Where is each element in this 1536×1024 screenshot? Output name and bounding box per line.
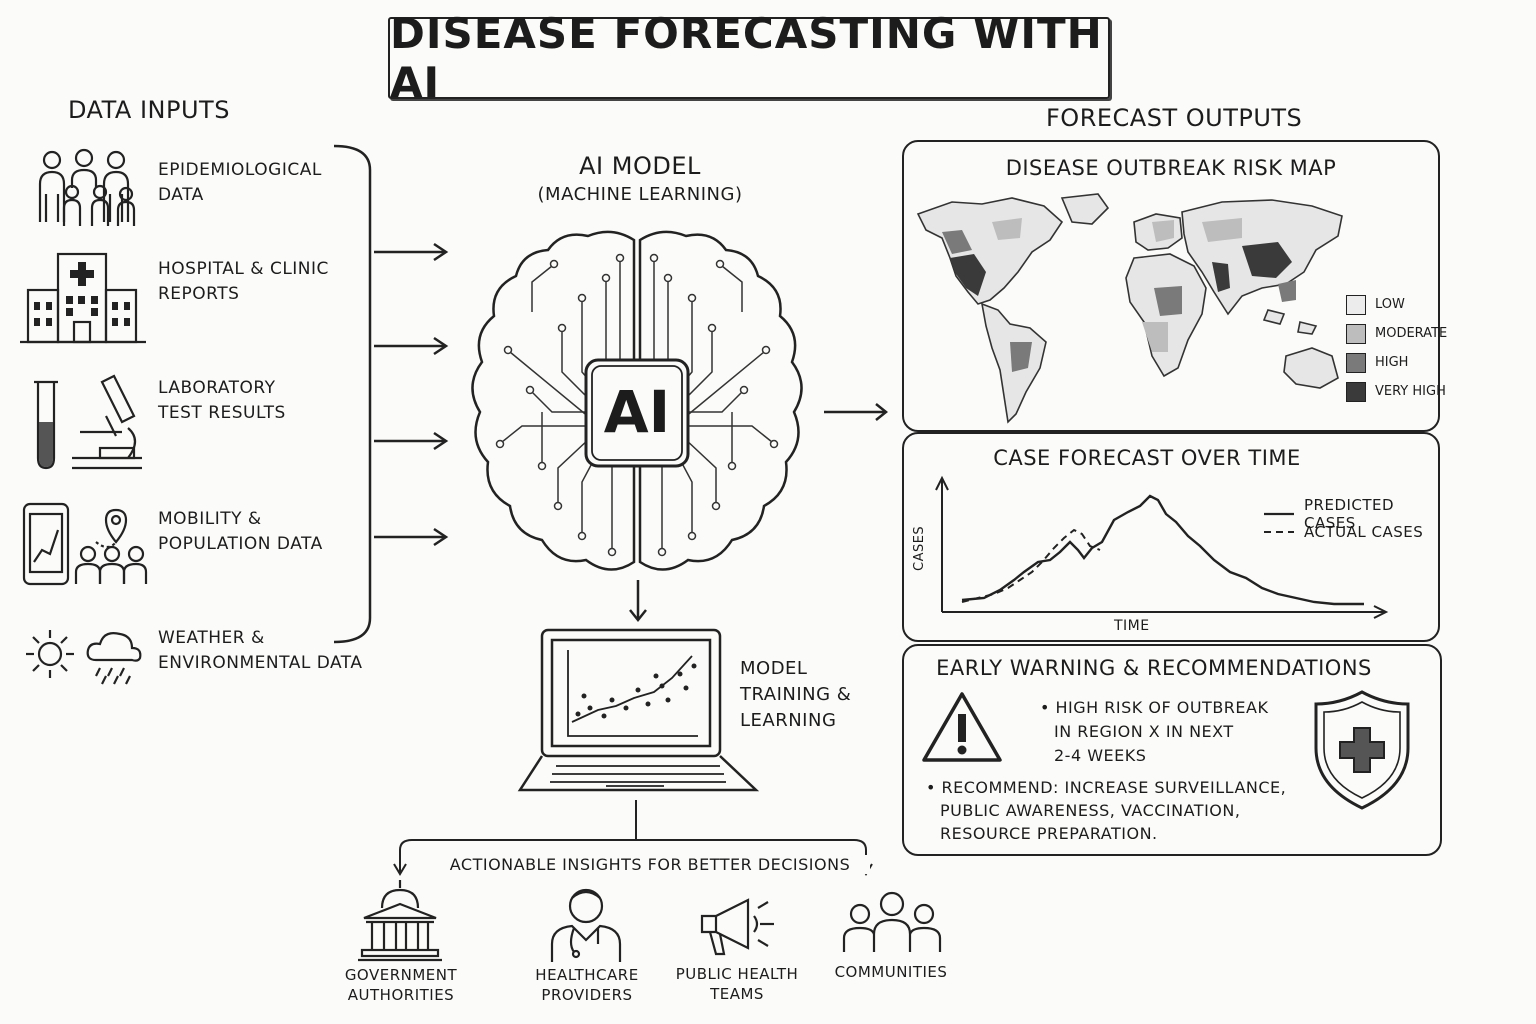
audience-government: GOVERNMENT AUTHORITIES — [326, 965, 476, 1005]
audience-line2: AUTHORITIES — [347, 986, 455, 1004]
risk-map-panel: DISEASE OUTBREAK RISK MAP — [902, 140, 1447, 432]
input-label-line1: WEATHER & — [158, 628, 265, 648]
insights-connector — [393, 800, 873, 876]
model-training-label: MODEL TRAINING & LEARNING — [740, 656, 851, 734]
warning-line: PUBLIC AWARENESS, VACCINATION, — [940, 801, 1241, 820]
microscope-icon — [34, 374, 142, 470]
government-building-icon — [358, 880, 442, 962]
actual-cases-line — [961, 528, 1101, 603]
case-forecast-title: CASE FORECAST OVER TIME — [993, 446, 1301, 470]
audience-communities: COMMUNITIES — [816, 962, 966, 982]
legend-item-low: LOW — [1346, 290, 1447, 319]
legend-swatch — [1346, 294, 1366, 315]
people-group-icon — [38, 148, 136, 226]
legend-item-very-high: VERY HIGH — [1346, 377, 1447, 406]
legend-swatch — [1346, 323, 1366, 344]
early-warning-title: EARLY WARNING & RECOMMENDATIONS — [936, 656, 1372, 680]
world-map — [916, 193, 1343, 424]
audience-line2: PROVIDERS — [541, 986, 633, 1004]
arrow-down-icon — [629, 580, 647, 623]
training-line2: TRAINING & — [740, 684, 852, 705]
training-line3: LEARNING — [740, 710, 837, 731]
warning-line: 2-4 WEEKS — [1054, 746, 1147, 765]
audience-line2: TEAMS — [710, 985, 764, 1003]
input-label-line2: TEST RESULTS — [158, 403, 286, 423]
brain-circuit-icon — [471, 230, 803, 571]
legend-label: VERY HIGH — [1375, 384, 1446, 399]
dashed-line-icon — [1264, 531, 1294, 533]
warning-line: IN REGION X IN NEXT — [1054, 722, 1234, 741]
page-title: DISEASE FORECASTING WITH AI — [388, 9, 1110, 107]
phone-location-icon — [22, 502, 148, 586]
audience-healthcare: HEALTHCARE PROVIDERS — [512, 965, 662, 1005]
input-label-line2: REPORTS — [158, 284, 240, 304]
input-label-line1: MOBILITY & — [158, 509, 262, 529]
warning-triangle-icon — [922, 692, 1002, 762]
input-label-line2: ENVIRONMENTAL DATA — [158, 653, 363, 673]
megaphone-icon — [700, 898, 774, 956]
warning-bullet-2: • RECOMMEND: INCREASE SURVEILLANCE, PUBL… — [926, 776, 1286, 845]
legend-actual: ACTUAL CASES — [1264, 523, 1423, 541]
warning-bullet-1: • HIGH RISK OF OUTBREAK IN REGION X IN N… — [1040, 696, 1268, 768]
legend-label: MODERATE — [1375, 326, 1448, 341]
input-item-laboratory: LABORATORY TEST RESULTS — [158, 376, 286, 426]
legend-predicted: PREDICTED CASES — [1264, 496, 1438, 532]
legend-label: HIGH — [1375, 355, 1409, 370]
early-warning-panel: EARLY WARNING & RECOMMENDATIONS • HIGH R… — [902, 644, 1442, 856]
warning-line: • HIGH RISK OF OUTBREAK — [1040, 698, 1269, 717]
community-people-icon — [842, 891, 942, 952]
risk-legend: LOW MODERATE HIGH VERY HIGH — [1346, 290, 1447, 406]
input-label-line1: HOSPITAL & CLINIC — [158, 259, 329, 279]
input-item-mobility: MOBILITY & POPULATION DATA — [158, 507, 323, 557]
legend-predicted-label: PREDICTED CASES — [1304, 496, 1395, 532]
data-inputs-heading: DATA INPUTS — [68, 96, 230, 124]
input-item-weather: WEATHER & ENVIRONMENTAL DATA — [158, 626, 363, 676]
insights-heading: ACTIONABLE INSIGHTS FOR BETTER DECISIONS — [430, 855, 870, 874]
audience-line1: PUBLIC HEALTH — [675, 965, 799, 983]
input-item-hospital: HOSPITAL & CLINIC REPORTS — [158, 257, 329, 307]
laptop-icon — [517, 628, 760, 792]
ai-chip-label: AI — [603, 378, 671, 446]
forecast-xlabel: TIME — [1114, 618, 1150, 634]
case-forecast-panel: CASE FORECAST OVER TIME CASES TIME PREDI… — [902, 432, 1440, 642]
audience-line1: COMMUNITIES — [834, 963, 948, 981]
ai-model-heading: AI MODEL — [579, 152, 701, 180]
doctor-icon — [550, 888, 622, 962]
forecast-ylabel: CASES — [912, 525, 927, 571]
solid-line-icon — [1264, 512, 1294, 516]
legend-item-high: HIGH — [1346, 348, 1447, 377]
legend-swatch — [1346, 352, 1366, 373]
audience-line1: HEALTHCARE — [535, 966, 639, 984]
legend-item-moderate: MODERATE — [1346, 319, 1447, 348]
arrow-right-icon — [824, 403, 889, 421]
inputs-bracket — [333, 144, 449, 644]
hospital-icon — [20, 252, 146, 344]
legend-label: LOW — [1375, 297, 1405, 312]
input-item-epidemiological: EPIDEMIOLOGICAL DATA — [158, 158, 322, 208]
legend-swatch — [1346, 381, 1366, 402]
audience-line1: GOVERNMENT — [344, 966, 458, 984]
ai-model-subheading: (MACHINE LEARNING) — [537, 184, 743, 205]
training-line1: MODEL — [740, 658, 808, 679]
legend-actual-label: ACTUAL CASES — [1304, 523, 1424, 541]
warning-line: • RECOMMEND: INCREASE SURVEILLANCE, — [926, 778, 1287, 797]
risk-map-title: DISEASE OUTBREAK RISK MAP — [1005, 156, 1337, 180]
predicted-cases-line — [961, 494, 1364, 606]
case-forecast-chart — [935, 475, 1389, 619]
input-label-line2: POPULATION DATA — [158, 534, 323, 554]
input-label-line1: LABORATORY — [158, 378, 276, 398]
forecast-outputs-heading: FORECAST OUTPUTS — [1046, 104, 1303, 132]
audience-public-health: PUBLIC HEALTH TEAMS — [662, 964, 812, 1004]
weather-icon — [26, 630, 142, 685]
warning-line: RESOURCE PREPARATION. — [940, 824, 1158, 843]
shield-cross-icon — [1314, 690, 1410, 810]
input-label-line2: DATA — [158, 185, 204, 205]
input-label-line1: EPIDEMIOLOGICAL — [158, 160, 322, 180]
